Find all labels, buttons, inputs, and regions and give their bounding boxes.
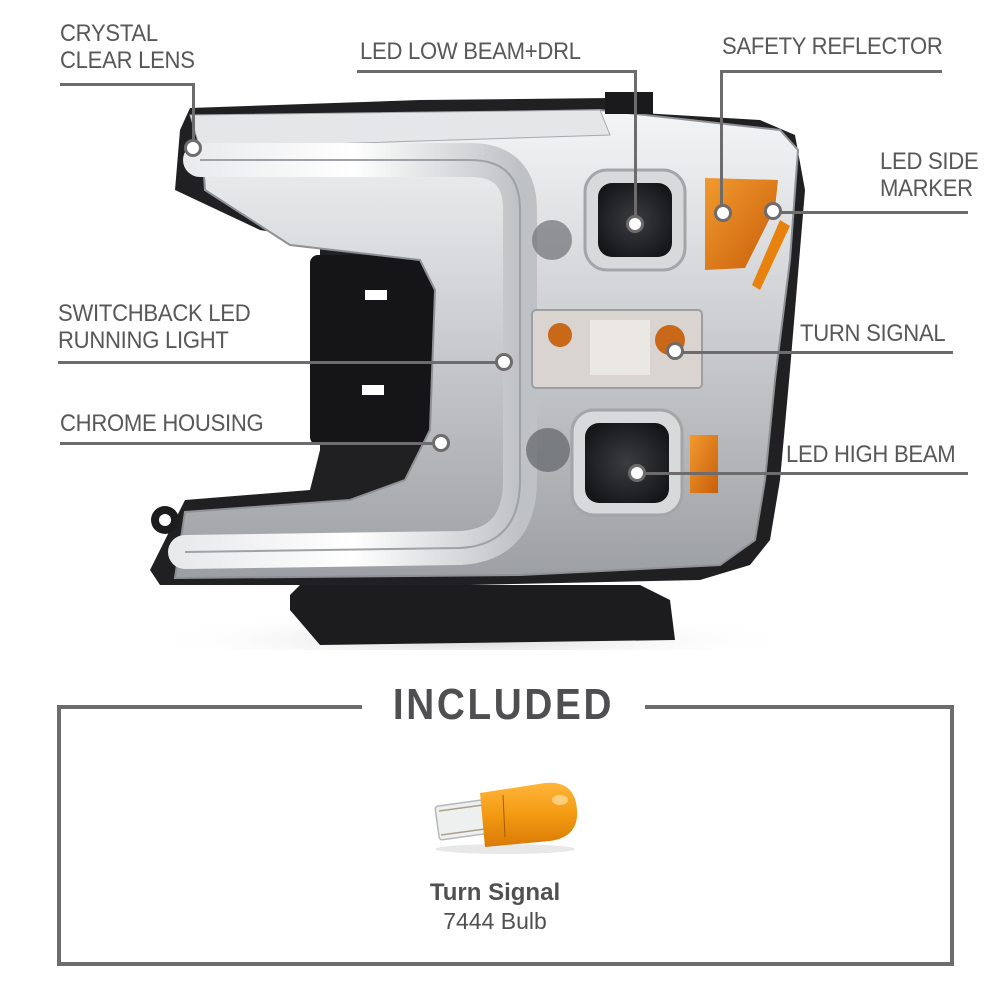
callout-dot: [495, 353, 513, 371]
callout-line: [778, 211, 968, 214]
callout-dot: [666, 342, 684, 360]
included-item-detail: 7444 Bulb: [443, 908, 547, 934]
callout-line: [192, 83, 195, 146]
callout-line: [680, 351, 953, 354]
callout-dot: [628, 464, 646, 482]
included-title: INCLUDED: [392, 680, 615, 729]
callout-crystal-clear-lens: CRYSTAL CLEAR LENS: [60, 20, 195, 74]
callout-line: [357, 70, 637, 73]
included-box-top-right: [645, 705, 954, 709]
callout-line: [720, 70, 942, 73]
callout-line: [58, 361, 498, 364]
callout-line: [60, 442, 432, 445]
callout-led-low-beam-drl: LED LOW BEAM+DRL: [360, 38, 581, 65]
included-item-name: Turn Signal: [429, 879, 561, 906]
callout-chrome-housing: CHROME HOUSING: [60, 410, 264, 437]
callout-dot: [626, 215, 644, 233]
callout-turn-signal: TURN SIGNAL: [800, 320, 946, 347]
callout-line: [634, 70, 637, 220]
included-box-top-left: [57, 705, 362, 709]
callout-dot: [714, 204, 732, 222]
callout-line: [720, 70, 723, 210]
callout-led-side-marker: LED SIDE MARKER: [880, 148, 979, 202]
callout-line: [60, 83, 195, 86]
included-box: [57, 705, 954, 966]
callout-line: [642, 472, 968, 475]
callout-led-high-beam: LED HIGH BEAM: [786, 441, 956, 468]
bulb-icon: [434, 782, 578, 854]
callout-safety-reflector: SAFETY REFLECTOR: [722, 33, 943, 60]
callout-dot: [764, 202, 782, 220]
callout-switchback-led-running-light: SWITCHBACK LED RUNNING LIGHT: [58, 300, 251, 354]
callout-dot: [184, 139, 202, 157]
headlight-product-image: [140, 92, 805, 650]
callout-dot: [432, 434, 450, 452]
